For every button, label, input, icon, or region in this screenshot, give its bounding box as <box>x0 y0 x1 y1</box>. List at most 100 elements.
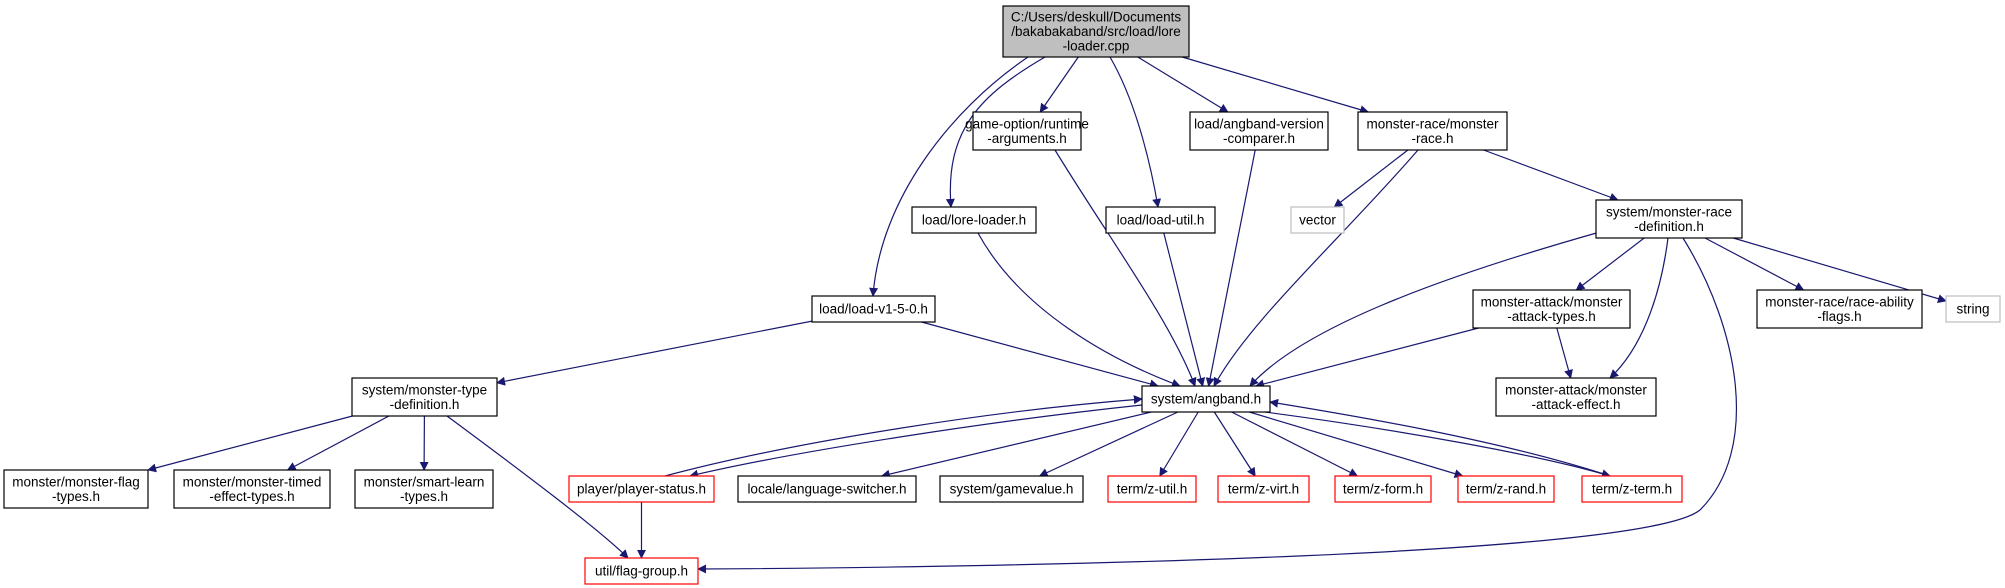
node-mflag-types[interactable]: monster/monster-flag-types.h <box>3 469 149 509</box>
node-z-term[interactable]: term/z-term.h <box>1581 475 1683 503</box>
edge-sys_mtype_def-to-mtimed <box>286 415 390 471</box>
edge-sys_mrace_def-to-attack_effect <box>1609 237 1669 379</box>
node-label-line: term/z-term.h <box>1592 482 1672 497</box>
edge-angband-to-z_form <box>1231 411 1359 477</box>
node-game-option[interactable]: game-option/runtime-arguments.h <box>965 111 1089 151</box>
node-label-line: monster-race/monster <box>1366 116 1499 131</box>
edge-attack_types-to-attack_effect <box>1556 327 1573 379</box>
node-box <box>1217 475 1310 503</box>
node-label-line: game-option/runtime <box>965 116 1089 131</box>
node-z-util[interactable]: term/z-util.h <box>1107 475 1197 503</box>
node-box <box>1141 385 1271 413</box>
node-label-line: -effect-types.h <box>209 489 294 504</box>
node-z-virt[interactable]: term/z-virt.h <box>1217 475 1310 503</box>
node-label-line: term/z-util.h <box>1117 482 1188 497</box>
edge-game_option-to-angband <box>1054 149 1197 387</box>
node-player-status[interactable]: player/player-status.h <box>568 475 715 503</box>
node-box <box>584 557 699 585</box>
node-label-line: monster/monster-timed <box>183 474 322 489</box>
edge-load_v1-to-sys_mtype_def <box>496 320 813 386</box>
node-label-line: locale/language-switcher.h <box>747 482 906 497</box>
node-label-line: -definition.h <box>1634 219 1704 234</box>
node-label-line: monster-attack/monster <box>1481 294 1623 309</box>
node-vector[interactable]: vector <box>1290 206 1345 234</box>
node-monster-race[interactable]: monster-race/monster-race.h <box>1357 111 1508 151</box>
node-label-line: vector <box>1299 213 1336 228</box>
edge-attack_types-to-angband <box>1255 327 1479 389</box>
node-box <box>1495 377 1657 417</box>
node-label-line: system/gamevalue.h <box>950 482 1074 497</box>
node-label-line: -types.h <box>52 489 100 504</box>
node-load-v1[interactable]: load/load-v1-5-0.h <box>811 295 936 323</box>
node-mtimed[interactable]: monster/monster-timed-effect-types.h <box>173 469 331 509</box>
node-race-ability[interactable]: monster-race/race-ability-flags.h <box>1756 289 1923 329</box>
edge-root-to-load_util <box>1109 56 1162 208</box>
node-load-util[interactable]: load/load-util.h <box>1105 206 1216 234</box>
node-label-line: monster-attack/monster <box>1505 382 1647 397</box>
edge-monster_race-to-sys_mrace_def <box>1483 149 1619 202</box>
edge-sys_mrace_def-to-angband <box>1249 231 1601 387</box>
node-box <box>1357 111 1508 151</box>
node-root[interactable]: C:/Users/deskull/Documents/bakabakaband/… <box>1002 5 1190 58</box>
nodes-layer: C:/Users/deskull/Documents/bakabakaband/… <box>3 5 2001 585</box>
edge-root-to-lore_loader_h <box>945 56 1046 208</box>
node-box <box>1107 475 1197 503</box>
node-box <box>737 475 917 503</box>
node-z-rand[interactable]: term/z-rand.h <box>1457 475 1555 503</box>
node-angband-version[interactable]: load/angband-version-comparer.h <box>1189 111 1329 151</box>
node-attack-types[interactable]: monster-attack/monster-attack-types.h <box>1472 289 1631 329</box>
node-label-line: -attack-types.h <box>1507 309 1596 324</box>
edge-root-to-monster_race <box>1182 56 1370 115</box>
edge-root-to-load_v1 <box>869 56 1029 297</box>
node-box <box>354 469 494 509</box>
node-label-line: player/player-status.h <box>577 482 706 497</box>
node-box <box>1595 199 1743 239</box>
node-sys-mrace-def[interactable]: system/monster-race-definition.h <box>1595 199 1743 239</box>
node-gamevalue[interactable]: system/gamevalue.h <box>939 475 1084 503</box>
node-box <box>351 377 498 417</box>
node-box <box>1002 5 1190 58</box>
edge-angband-to-z_virt <box>1213 411 1256 477</box>
node-label-line: -definition.h <box>390 397 460 412</box>
node-label-line: -comparer.h <box>1223 131 1295 146</box>
edge-angband-to-gamevalue <box>1038 411 1179 477</box>
node-box <box>939 475 1084 503</box>
node-box <box>1945 295 2001 323</box>
node-label-line: load/lore-loader.h <box>922 213 1026 228</box>
node-box <box>3 469 149 509</box>
node-angband[interactable]: system/angband.h <box>1141 385 1271 413</box>
edge-sys_mrace_def-to-race_ability <box>1704 237 1805 291</box>
node-z-form[interactable]: term/z-form.h <box>1334 475 1432 503</box>
edge-z_term-to-angband <box>1269 398 1611 477</box>
node-box <box>811 295 936 323</box>
edge-angband-to-z_term <box>1264 411 1611 478</box>
edge-monster_race-to-vector <box>1333 149 1409 208</box>
node-label-line: load/angband-version <box>1194 116 1324 131</box>
node-box <box>1457 475 1555 503</box>
node-lore-loader-h[interactable]: load/lore-loader.h <box>911 206 1037 234</box>
node-label-line: term/z-form.h <box>1343 482 1423 497</box>
node-lang-switcher[interactable]: locale/language-switcher.h <box>737 475 917 503</box>
node-label-line: load/load-v1-5-0.h <box>819 302 928 317</box>
node-box <box>1581 475 1683 503</box>
node-label-line: term/z-rand.h <box>1466 482 1546 497</box>
edge-angband-to-z_rand <box>1249 411 1464 478</box>
edge-angband-to-player_status <box>689 404 1143 479</box>
edge-angband-to-lang_switcher <box>880 411 1152 479</box>
node-string[interactable]: string <box>1945 295 2001 323</box>
node-label-line: system/monster-type <box>362 382 487 397</box>
node-sys-mtype-def[interactable]: system/monster-type-definition.h <box>351 377 498 417</box>
edge-angband_version-to-angband <box>1205 149 1256 387</box>
node-label-line: monster/smart-learn <box>364 474 485 489</box>
edge-player_status-to-angband <box>664 395 1143 477</box>
node-label-line: -arguments.h <box>987 131 1067 146</box>
edge-lore_loader_h-to-angband <box>977 232 1181 388</box>
node-label-line: string <box>1956 302 1989 317</box>
node-label-line: monster-race/race-ability <box>1765 294 1914 309</box>
node-label-line: system/angband.h <box>1151 392 1261 407</box>
node-label-line: term/z-virt.h <box>1228 482 1299 497</box>
edge-sys_mrace_def-to-flag_group <box>697 237 1737 574</box>
node-flag-group[interactable]: util/flag-group.h <box>584 557 699 585</box>
node-smart-learn[interactable]: monster/smart-learn-types.h <box>354 469 494 509</box>
node-attack-effect[interactable]: monster-attack/monster-attack-effect.h <box>1495 377 1657 417</box>
